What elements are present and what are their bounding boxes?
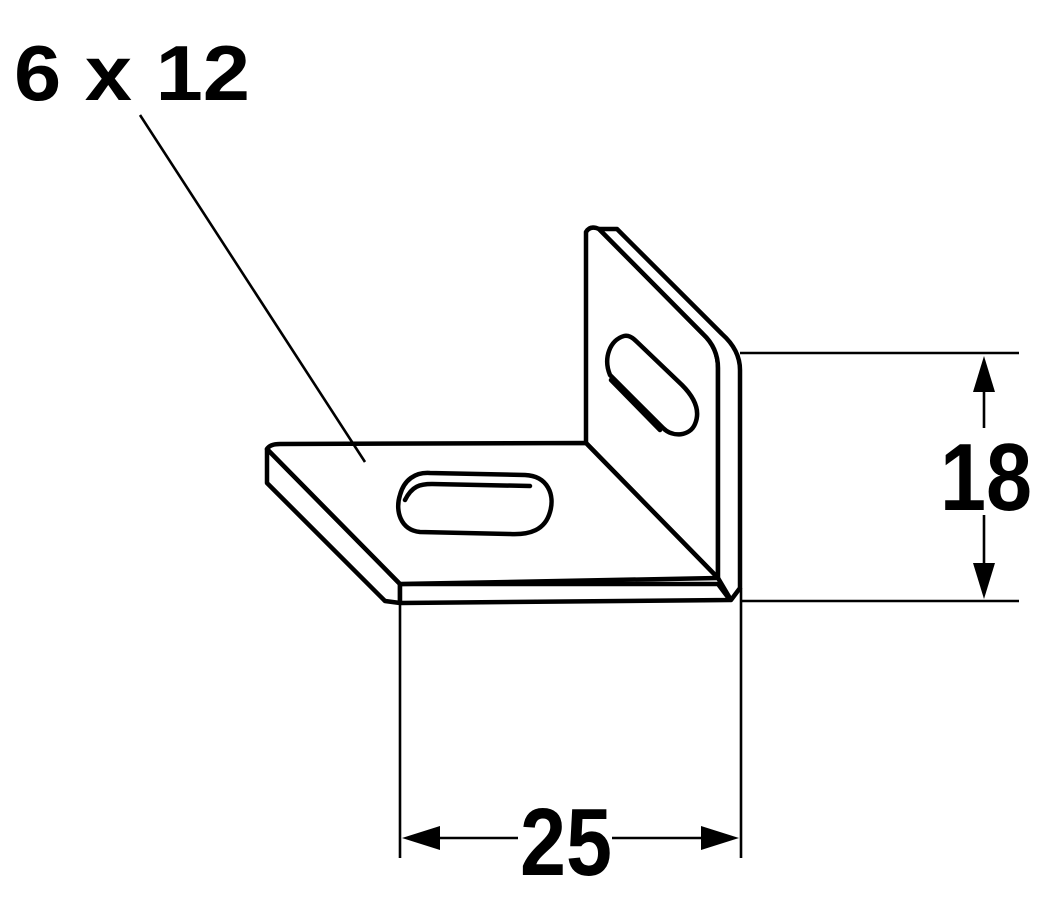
vertical-leg-thickness (596, 226, 743, 603)
height-dimension: 18 (740, 351, 1032, 603)
horizontal-leg-slot-inner (402, 481, 533, 503)
horizontal-leg-slot (395, 470, 554, 537)
horizontal-leg-front-edge (397, 581, 733, 606)
bracket-horizontal-leg (264, 440, 733, 606)
height-arrow-down (973, 563, 995, 599)
bracket-vertical-leg (583, 225, 743, 603)
height-arrow-up (973, 356, 995, 392)
hole-leader-line (138, 114, 367, 463)
vertical-leg-slot-inner (608, 377, 663, 433)
width-dimension: 25 (398, 588, 743, 896)
width-arrow-left (402, 826, 440, 850)
hole-size-label: 6 x 12 (14, 29, 250, 117)
height-label: 18 (940, 424, 1032, 531)
horizontal-leg-face (264, 440, 721, 587)
vertical-leg-slot (605, 333, 700, 437)
width-label: 25 (520, 789, 612, 896)
width-arrow-right (701, 826, 739, 850)
